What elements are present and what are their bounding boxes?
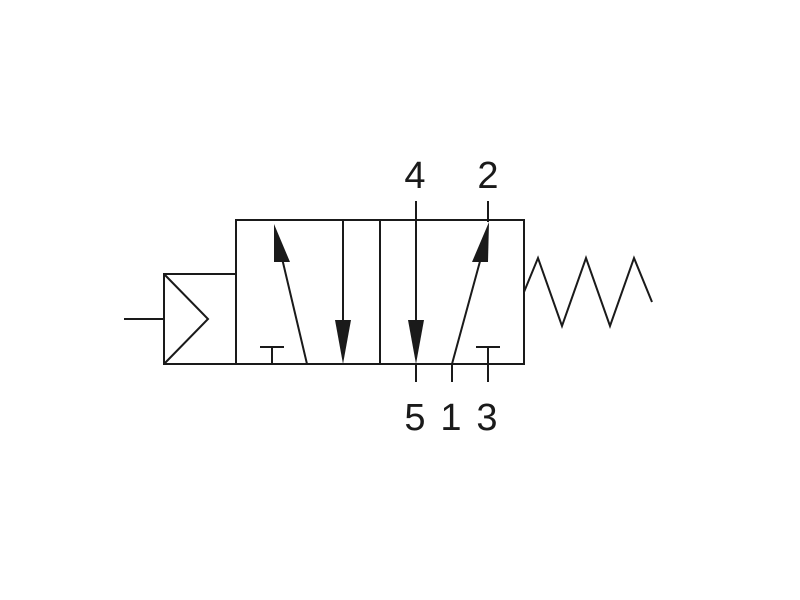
- pilot-housing: [163, 273, 236, 365]
- port-label-1: 1: [440, 397, 461, 439]
- left-position: [260, 220, 351, 365]
- arrow-head-down-right: [408, 320, 424, 364]
- return-spring: [523, 254, 653, 330]
- arrow-head-down-left: [335, 320, 351, 364]
- arrow-head-up-left: [274, 224, 290, 262]
- port-label-4: 4: [404, 155, 425, 197]
- port-label-3: 3: [476, 397, 497, 439]
- arrow-head-up-right: [472, 222, 489, 262]
- port-label-5: 5: [404, 397, 425, 439]
- pilot-actuator: [124, 273, 236, 365]
- pilot-triangle: [163, 273, 210, 365]
- port-label-2: 2: [477, 155, 498, 197]
- flow-path-diagonal-right: [451, 253, 483, 365]
- right-position: [408, 201, 500, 382]
- flow-path-diagonal-left: [280, 253, 308, 365]
